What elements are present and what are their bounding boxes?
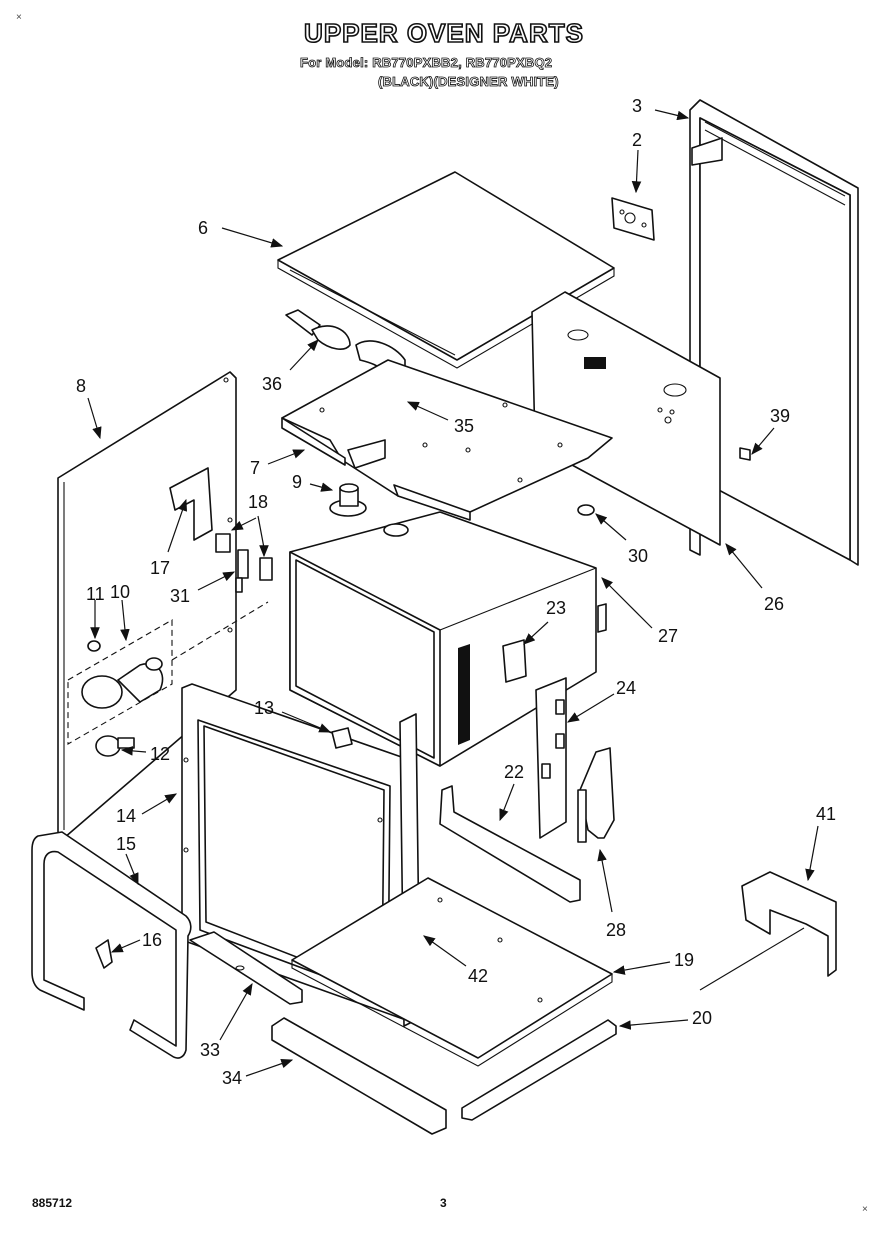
callout-22: 22: [504, 762, 524, 782]
callout-2: 2: [632, 130, 642, 150]
part-door-gasket: [31, 831, 192, 1059]
corner-mark-top-left: ×: [16, 12, 22, 23]
callout-16: 16: [142, 930, 162, 950]
callout-41: 41: [816, 804, 836, 824]
part-switch: [215, 533, 273, 593]
callout-23: 23: [546, 598, 566, 618]
part-oven-light: [67, 601, 269, 757]
color-note-line: (BLACK)(DESIGNER WHITE): [378, 74, 559, 90]
callout-33: 33: [200, 1040, 220, 1060]
part-bracket: [611, 197, 655, 241]
callout-28: 28: [606, 920, 626, 940]
part-burner: [329, 483, 367, 517]
callout-20: 20: [692, 1008, 712, 1028]
model-prefix: For Model:: [300, 55, 369, 71]
callout-17: 17: [150, 558, 170, 578]
callout-19: 19: [674, 950, 694, 970]
model-codes: RB770PXBB2, RB770PXBQ2: [372, 55, 553, 71]
callout-8: 8: [76, 376, 86, 396]
part-oven-top-shield: [281, 359, 613, 521]
color-note: (BLACK)(DESIGNER WHITE): [378, 74, 559, 90]
page-number: 3: [440, 1196, 447, 1210]
callout-9: 9: [292, 472, 302, 492]
callout-39: 39: [770, 406, 790, 426]
callout-14: 14: [116, 806, 136, 826]
part-rear-panel: [689, 99, 859, 566]
callout-11: 11: [86, 584, 105, 604]
part-oven-liner: [289, 511, 607, 767]
callout-12: 12: [150, 744, 170, 764]
callout-18: 18: [248, 492, 268, 512]
callout-10: 10: [110, 582, 130, 602]
callout-15: 15: [116, 834, 136, 854]
part-top-panel: [277, 171, 615, 369]
part-plug: [577, 504, 595, 516]
callout-42: 42: [468, 966, 488, 986]
callout-27: 27: [658, 626, 678, 646]
part-clip: [739, 447, 751, 461]
model-line: For Model: RB770PXBB2, RB770PXBQ2: [300, 55, 553, 71]
part-bottom-shield: [189, 931, 303, 1005]
callout-13: 13: [254, 698, 274, 718]
callout-26: 26: [764, 594, 784, 614]
part-lower-trim: [271, 1017, 617, 1135]
page-title: UPPER OVEN PARTS: [303, 17, 584, 49]
part-bottom-rail: [439, 785, 581, 903]
part-switch-bracket: [169, 467, 213, 541]
callout-35: 35: [454, 416, 474, 436]
callout-36: 36: [262, 374, 282, 394]
callout-7: 7: [250, 458, 260, 478]
part-hinge-receiver: [502, 639, 615, 843]
leader-lines: [87, 109, 819, 1077]
callout-31: 31: [170, 586, 190, 606]
callout-30: 30: [628, 546, 648, 566]
callout-3: 3: [632, 96, 642, 116]
callout-6: 6: [198, 218, 208, 238]
document-number: 885712: [32, 1196, 73, 1210]
callout-24: 24: [616, 678, 636, 698]
part-small-clip: [331, 727, 353, 749]
part-vent-bracket: [699, 871, 837, 991]
part-bottom-panel: [291, 877, 613, 1067]
callout-34: 34: [222, 1068, 242, 1088]
callout-labels: 3 2 6 36 35 39 8 7 9 18 17 31 30 26 11 1…: [76, 96, 836, 1088]
corner-mark-bottom-right: ×: [862, 1204, 868, 1215]
